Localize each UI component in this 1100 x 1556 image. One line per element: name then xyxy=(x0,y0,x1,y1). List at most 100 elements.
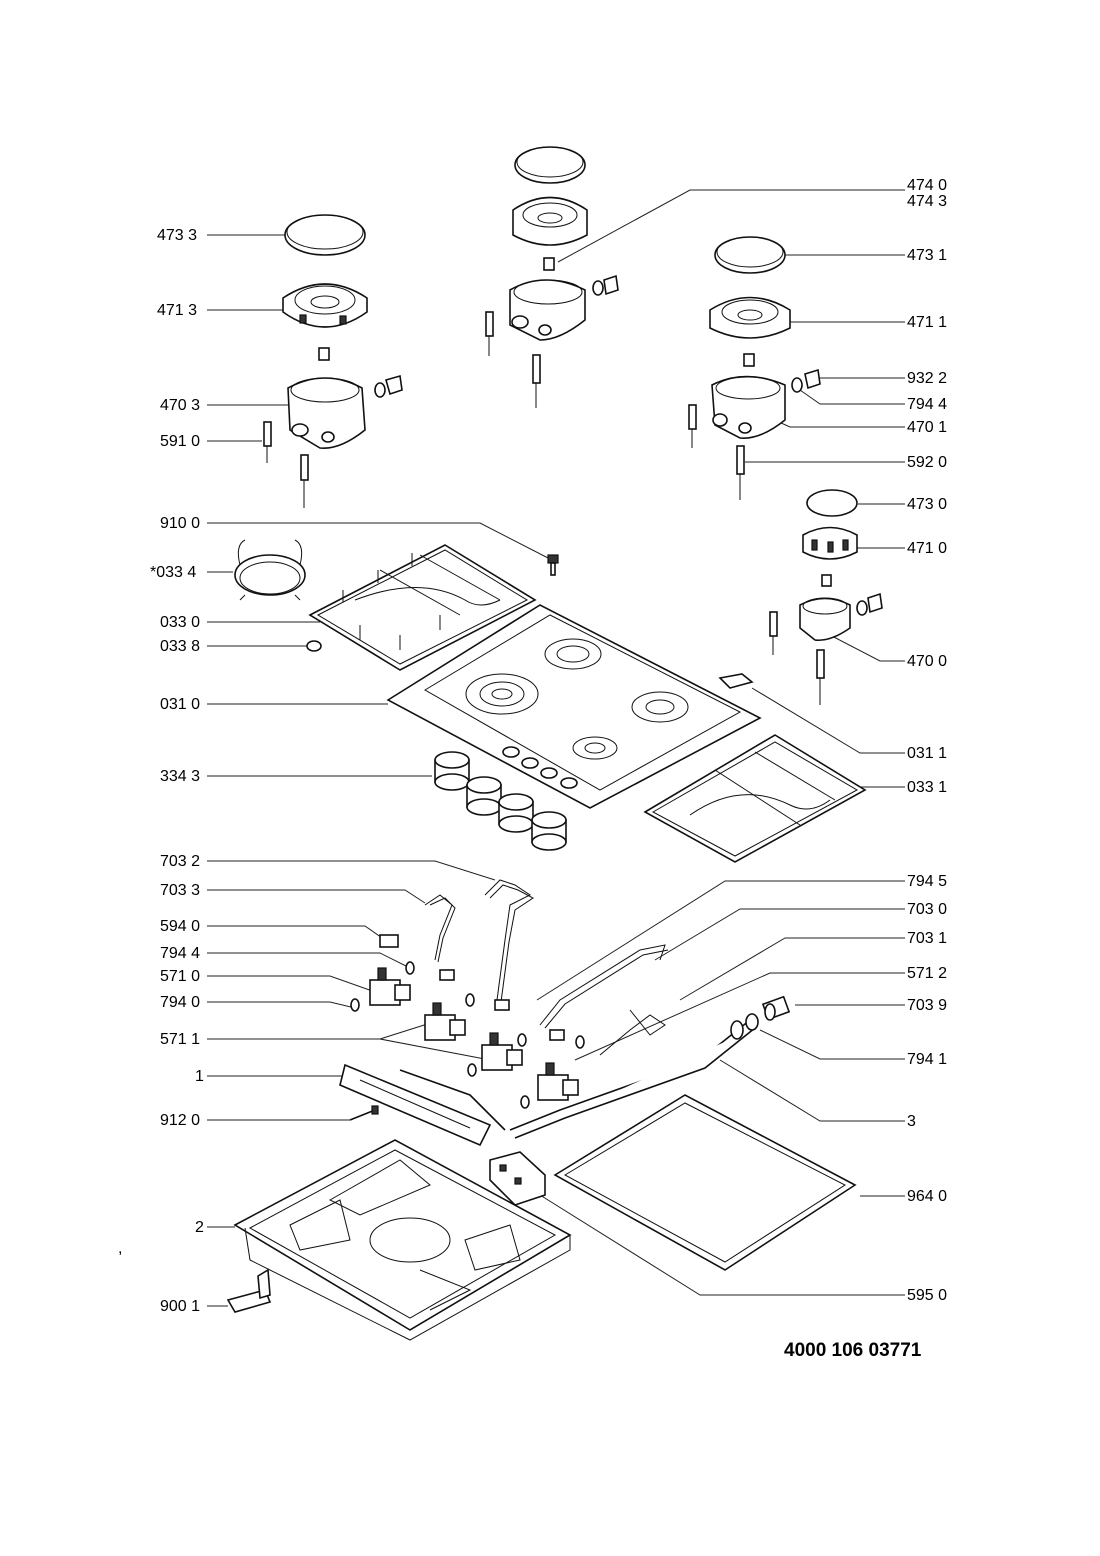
pan-support-033-0 xyxy=(308,544,537,671)
callout-932-2: 932 2 xyxy=(907,370,947,387)
burner-hole-large xyxy=(465,673,539,715)
seal-794-0 xyxy=(350,998,360,1012)
burner-head-471-3 xyxy=(282,283,368,328)
callout-794-5: 794 5 xyxy=(907,873,947,890)
burner-body-470-0 xyxy=(799,597,851,642)
valve-571-1a xyxy=(424,1002,466,1041)
valve-571-2 xyxy=(537,1062,579,1101)
gasket-964-0 xyxy=(553,1094,857,1271)
callout-964-0: 964 0 xyxy=(907,1188,947,1205)
thermocouple-591-0 xyxy=(263,421,272,463)
burner-hole-small xyxy=(572,736,618,760)
callout-473-3: 473 3 xyxy=(157,227,197,244)
callout-794-0: 794 0 xyxy=(160,994,200,1011)
injector-right xyxy=(743,353,755,367)
callout-474-0: 474 0 xyxy=(907,177,947,194)
callout-794-1: 794 1 xyxy=(907,1051,947,1068)
callout-900-1: 900 1 xyxy=(160,1298,200,1315)
igniter-center xyxy=(532,354,541,408)
knob-3 xyxy=(498,793,534,833)
pipe-703-0 xyxy=(539,944,666,1026)
callout-703-0: 703 0 xyxy=(907,901,947,918)
callout-473-1: 473 1 xyxy=(907,247,947,264)
front-bracket-1 xyxy=(339,1063,492,1147)
callout-470-0: 470 0 xyxy=(907,653,947,670)
callout-592-0: 592 0 xyxy=(907,454,947,471)
callout-703-2: 703 2 xyxy=(160,853,200,870)
igniter-electrode xyxy=(300,454,309,508)
callout-033-0: 033 0 xyxy=(160,614,200,631)
base-tray-2 xyxy=(233,1139,572,1341)
burner-head-471-1 xyxy=(709,296,791,339)
screw-910-0 xyxy=(547,554,559,576)
clip-594-0 xyxy=(379,934,399,948)
burner-body-470-1 xyxy=(711,375,786,439)
callout-571-0: 571 0 xyxy=(160,968,200,985)
burner-hole-right xyxy=(631,691,689,723)
callout-473-0: 473 0 xyxy=(907,496,947,513)
burner-head-471-0 xyxy=(802,526,858,560)
callout-912-0: 912 0 xyxy=(160,1112,200,1129)
clip-assembly xyxy=(374,374,403,398)
callout-703-1: 703 1 xyxy=(907,930,947,947)
callout-2: 2 xyxy=(195,1219,204,1236)
burner-right-assembly xyxy=(688,236,821,500)
burner-left-assembly xyxy=(263,214,403,508)
valve-571-1b xyxy=(481,1032,523,1071)
screw-912-0 xyxy=(349,1105,379,1121)
callout-031-1: 031 1 xyxy=(907,745,947,762)
knob-holes xyxy=(502,746,578,789)
callout-703-3: 703 3 xyxy=(160,882,200,899)
burner-center-assembly xyxy=(485,146,619,408)
callout-571-1: 571 1 xyxy=(160,1031,200,1048)
pan-support-033-1 xyxy=(643,734,867,863)
right-callouts: 474 0 474 3 473 1 471 1 932 2 794 4 470 … xyxy=(536,177,947,1304)
callout-703-9: 703 9 xyxy=(907,997,947,1014)
wok-support-033-4 xyxy=(234,539,306,601)
burner-body-470-3 xyxy=(287,377,366,449)
thermocouple-small xyxy=(769,611,778,655)
clip-set-4 xyxy=(549,1029,565,1041)
gas-connector-703-9 xyxy=(761,995,791,1021)
igniter-592-0 xyxy=(736,445,745,500)
document-number: 4000 106 03771 xyxy=(784,1340,922,1361)
gas-pipes xyxy=(399,879,756,1139)
burner-body-center xyxy=(509,279,586,341)
clip-set-2 xyxy=(439,969,455,981)
hob-top-031-0 xyxy=(386,604,762,809)
callout-474-3: 474 3 xyxy=(907,193,947,210)
callout-471-1: 471 1 xyxy=(907,314,947,331)
seal-794-4 xyxy=(791,377,803,393)
injector xyxy=(318,347,330,361)
callout-571-2: 571 2 xyxy=(907,965,947,982)
burner-cap-473-0 xyxy=(806,489,858,517)
clip-set-3 xyxy=(494,999,510,1011)
callout-033-8: 033 8 xyxy=(160,638,200,655)
callout-471-0: 471 0 xyxy=(907,540,947,557)
callout-033-4: *033 4 xyxy=(150,564,196,581)
callout-033-1: 033 1 xyxy=(907,779,947,796)
igniter-small xyxy=(816,649,825,705)
callout-910-0: 910 0 xyxy=(160,515,200,532)
callout-595-0: 595 0 xyxy=(907,1287,947,1304)
clip-932-2 xyxy=(804,368,821,390)
knob-1 xyxy=(434,751,470,791)
clip-assembly-small xyxy=(856,592,883,616)
burner-small-assembly xyxy=(769,489,883,705)
thermocouple-center xyxy=(485,311,494,356)
callout-470-3: 470 3 xyxy=(160,397,200,414)
seal-794-1 xyxy=(745,1013,759,1031)
callout-470-1: 470 1 xyxy=(907,419,947,436)
pipe-703-3 xyxy=(424,894,453,961)
callout-334-3: 334 3 xyxy=(160,768,200,785)
pipe-703-1 xyxy=(599,1009,666,1056)
burner-hole-rear xyxy=(544,638,602,670)
gas-manifold-3 xyxy=(509,1019,751,1131)
badge-031-1 xyxy=(718,673,754,689)
burner-head-center xyxy=(512,196,588,246)
valve-571-0 xyxy=(369,967,411,1006)
knob-4 xyxy=(531,811,567,851)
callout-3: 3 xyxy=(907,1113,916,1130)
callout-031-0: 031 0 xyxy=(160,696,200,713)
thermocouple-right xyxy=(688,404,697,448)
